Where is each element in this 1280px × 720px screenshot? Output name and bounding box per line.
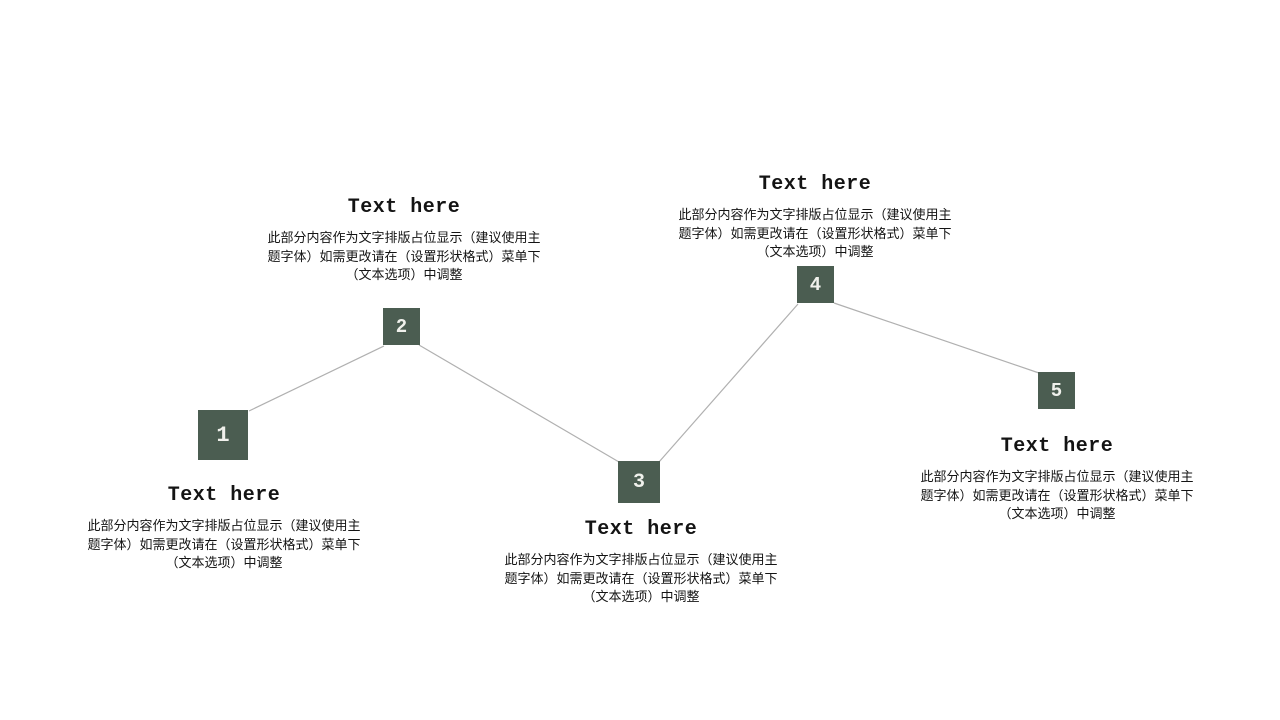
step-2-number-box[interactable]: 2 <box>383 308 420 345</box>
step-5-title: Text here <box>1000 435 1114 458</box>
step-4-body-line: （文本选项）中调整 <box>756 244 874 259</box>
step-3-number: 3 <box>632 470 645 494</box>
connector-line-2-3 <box>418 344 620 463</box>
step-3-body-line: （文本选项）中调整 <box>582 589 700 604</box>
step-2-title: Text here <box>347 196 461 219</box>
step-2-number: 2 <box>395 315 408 338</box>
step-2-body-line: 此部分内容作为文字排版占位显示（建议使用主 <box>267 230 541 245</box>
connector-line-1-2 <box>248 345 385 412</box>
step-3-body-line: 题字体）如需更改请在（设置形状格式）菜单下 <box>504 570 778 586</box>
connector-line-3-4 <box>658 303 799 463</box>
step-1-body-line: 题字体）如需更改请在（设置形状格式）菜单下 <box>87 536 361 552</box>
step-2-body-line: （文本选项）中调整 <box>345 267 463 282</box>
step-5-body-line: （文本选项）中调整 <box>998 506 1116 521</box>
step-2-text-block[interactable]: Text here 此部分内容作为文字排版占位显示（建议使用主 题字体）如需更改… <box>244 196 564 285</box>
step-2-body-line: 题字体）如需更改请在（设置形状格式）菜单下 <box>267 248 541 264</box>
connector-line-4-5 <box>833 302 1040 374</box>
step-5-body-line: 此部分内容作为文字排版占位显示（建议使用主 <box>920 469 1194 484</box>
step-3-text-block[interactable]: Text here 此部分内容作为文字排版占位显示（建议使用主 题字体）如需更改… <box>481 518 801 607</box>
step-1-body-line: 此部分内容作为文字排版占位显示（建议使用主 <box>87 518 361 533</box>
step-4-number-box[interactable]: 4 <box>797 266 834 303</box>
step-3-title: Text here <box>584 518 698 541</box>
step-5-text-block[interactable]: Text here 此部分内容作为文字排版占位显示（建议使用主 题字体）如需更改… <box>897 435 1217 524</box>
step-3-body-line: 此部分内容作为文字排版占位显示（建议使用主 <box>504 552 778 567</box>
step-4-text-block[interactable]: Text here 此部分内容作为文字排版占位显示（建议使用主 题字体）如需更改… <box>655 173 975 262</box>
step-1-body-line: （文本选项）中调整 <box>165 555 283 570</box>
step-1-number: 1 <box>216 422 230 448</box>
step-4-body-line: 此部分内容作为文字排版占位显示（建议使用主 <box>678 207 952 222</box>
step-5-body-line: 题字体）如需更改请在（设置形状格式）菜单下 <box>920 487 1194 503</box>
step-1-title: Text here <box>167 484 281 507</box>
step-4-number: 4 <box>809 273 822 296</box>
step-5-number-box[interactable]: 5 <box>1038 372 1075 409</box>
step-5-number: 5 <box>1050 379 1063 402</box>
step-1-text-block[interactable]: Text here 此部分内容作为文字排版占位显示（建议使用主 题字体）如需更改… <box>64 484 384 573</box>
step-4-body-line: 题字体）如需更改请在（设置形状格式）菜单下 <box>678 225 952 241</box>
step-4-title: Text here <box>758 173 872 196</box>
step-3-number-box[interactable]: 3 <box>618 461 660 503</box>
step-1-number-box[interactable]: 1 <box>198 410 248 460</box>
